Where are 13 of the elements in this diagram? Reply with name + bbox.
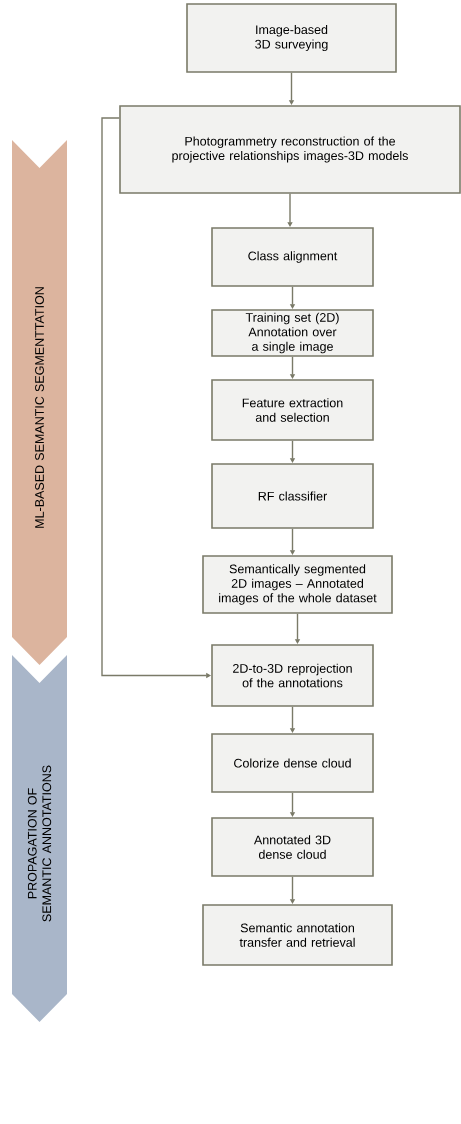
process-box: Colorize dense cloud xyxy=(211,733,374,793)
chevron-band: PROPAGATION OF SEMANTIC ANNOTATIONS xyxy=(12,655,67,1022)
process-box: Photogrammetry reconstruction of the projective relationships images-3D models xyxy=(119,105,461,194)
process-box: Training set (2D) Annotation over a single image xyxy=(211,309,374,357)
process-box: Feature extraction and selection xyxy=(211,379,374,441)
process-box: RF classifier xyxy=(211,463,374,529)
process-box: Semantic annotation transfer and retrieval xyxy=(202,904,393,966)
chevron-band: ML-BASED SEMANTIC SEGMENTTATION xyxy=(12,140,67,665)
process-box: Semantically segmented 2D images – Annotated images of the whole dataset xyxy=(202,555,393,614)
process-box: Class alignment xyxy=(211,227,374,287)
process-box: Annotated 3D dense cloud xyxy=(211,817,374,877)
process-box: 2D-to-3D reprojection of the annotations xyxy=(211,644,374,707)
process-box: Image-based 3D surveying xyxy=(186,3,397,73)
